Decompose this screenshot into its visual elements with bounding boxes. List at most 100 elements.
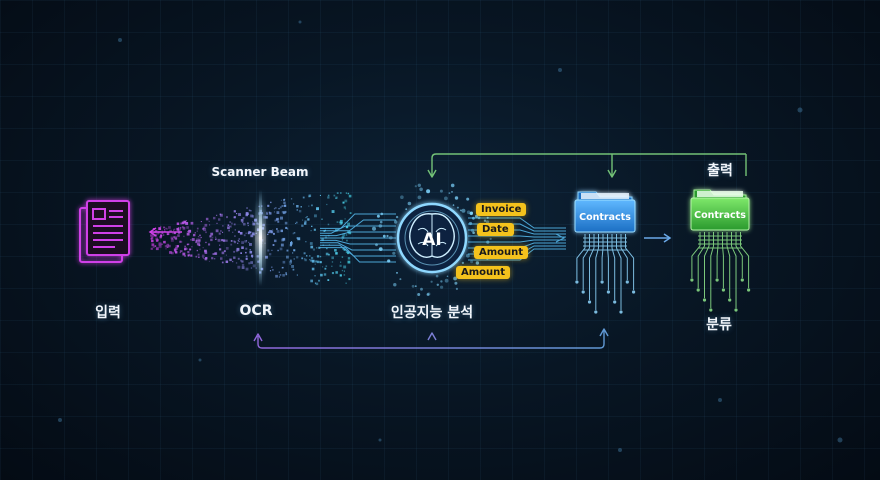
particle [217, 238, 221, 242]
particle [325, 265, 328, 267]
particle [268, 211, 271, 214]
particle [196, 242, 200, 246]
step-label-input: 입력 [95, 305, 121, 321]
particle [251, 256, 253, 258]
particle [185, 222, 189, 225]
particle [164, 229, 166, 231]
particle [183, 220, 187, 224]
folder-wire [601, 234, 604, 280]
circuit-line [468, 239, 566, 243]
particle [227, 226, 230, 230]
particle [285, 226, 288, 229]
particle [289, 263, 291, 265]
wire-node [613, 300, 617, 304]
particle [241, 260, 244, 263]
particle [293, 258, 295, 260]
particle [166, 243, 169, 247]
particle [203, 257, 205, 259]
brain-dot [444, 278, 449, 283]
particle [176, 245, 179, 248]
particle [150, 234, 153, 237]
particle [235, 249, 239, 253]
particle [233, 223, 236, 226]
particle [181, 221, 185, 225]
particle [204, 251, 208, 254]
brain-dot [387, 259, 391, 263]
particle [226, 216, 228, 219]
particle [310, 279, 313, 283]
particle [297, 237, 301, 241]
brain-dot [379, 220, 383, 224]
particle [150, 247, 153, 250]
brain-dot [456, 206, 459, 209]
folder-transfer-arrow [644, 233, 672, 243]
particle [312, 248, 315, 251]
particle [176, 222, 180, 225]
particle [173, 228, 176, 231]
particle [229, 226, 231, 228]
particle [180, 250, 183, 253]
particle [198, 256, 200, 258]
brain-dot [420, 287, 423, 291]
particle [310, 257, 314, 260]
folder-wire [607, 234, 609, 290]
particle [182, 226, 186, 230]
particle [292, 252, 294, 254]
particle [342, 201, 345, 204]
particle [304, 258, 307, 262]
particle [155, 239, 159, 242]
particle [347, 222, 350, 226]
brain-dot [454, 281, 458, 285]
particle [209, 235, 212, 238]
particle [305, 217, 307, 219]
wire-node [747, 288, 751, 292]
particle [277, 220, 280, 223]
particle [302, 219, 304, 221]
particle [247, 225, 249, 227]
brain-dot [396, 272, 398, 274]
particle [280, 229, 283, 233]
particle [174, 250, 177, 253]
particle [160, 225, 162, 228]
particle [177, 227, 180, 229]
particle [269, 230, 272, 233]
particle [314, 275, 316, 277]
particle [158, 227, 162, 230]
particle [300, 206, 302, 208]
particle [249, 243, 252, 246]
particle [182, 252, 186, 256]
particle [190, 254, 193, 257]
particle [249, 231, 252, 234]
particle [347, 251, 350, 255]
particle [344, 222, 346, 224]
particle [245, 255, 248, 258]
particle [222, 225, 224, 227]
folder-wire [625, 234, 635, 290]
particle [200, 236, 202, 239]
particle [235, 262, 238, 264]
folder-wire [611, 234, 616, 300]
particle [343, 248, 346, 251]
particle [245, 213, 248, 217]
brain-dot [417, 183, 421, 187]
brain-dot [448, 192, 451, 195]
particle [200, 221, 202, 223]
particle [309, 255, 311, 257]
particle [251, 215, 255, 218]
particle [331, 256, 334, 260]
particle [321, 238, 324, 242]
particle [213, 258, 216, 260]
particle [247, 232, 250, 235]
brain-dot [430, 280, 433, 283]
particle [202, 226, 206, 230]
particle [243, 222, 246, 226]
particle [233, 216, 236, 219]
brain-dot [475, 261, 480, 265]
particle [314, 282, 316, 284]
particle [292, 232, 295, 235]
particle [216, 222, 218, 224]
folder-wire [716, 232, 719, 278]
particle [191, 238, 195, 241]
particle [225, 239, 228, 242]
particle [319, 194, 321, 196]
